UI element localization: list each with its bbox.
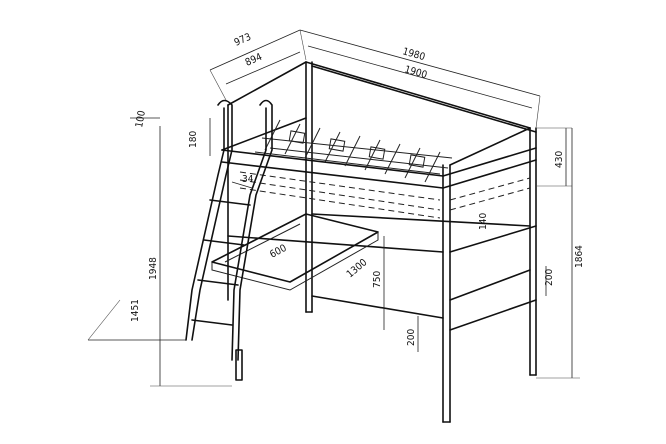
dim-1900: 1900 [403, 64, 428, 81]
slat-grid [239, 119, 531, 219]
dim-180: 180 [188, 131, 199, 148]
dim-1864: 1864 [574, 245, 585, 268]
dim-34: 34 [242, 174, 254, 185]
dim-100: 100 [134, 109, 148, 128]
dimensions: 973 894 1980 1900 180 100 34 430 140 600… [87, 29, 585, 387]
dim-200-rail: 200 [544, 269, 555, 286]
dim-1300: 1300 [345, 257, 370, 280]
ladder [185, 99, 273, 381]
dim-200-shelf: 200 [406, 329, 417, 346]
dim-1948: 1948 [148, 257, 159, 280]
dim-600: 600 [268, 243, 289, 261]
desk [211, 213, 379, 291]
dim-140: 140 [478, 213, 489, 230]
bed-frame [221, 61, 537, 423]
dim-894: 894 [244, 52, 264, 69]
dim-973: 973 [233, 32, 253, 49]
dim-1980: 1980 [401, 46, 426, 63]
dim-750: 750 [372, 271, 383, 288]
dim-1451: 1451 [130, 299, 141, 322]
dim-430: 430 [554, 151, 565, 168]
